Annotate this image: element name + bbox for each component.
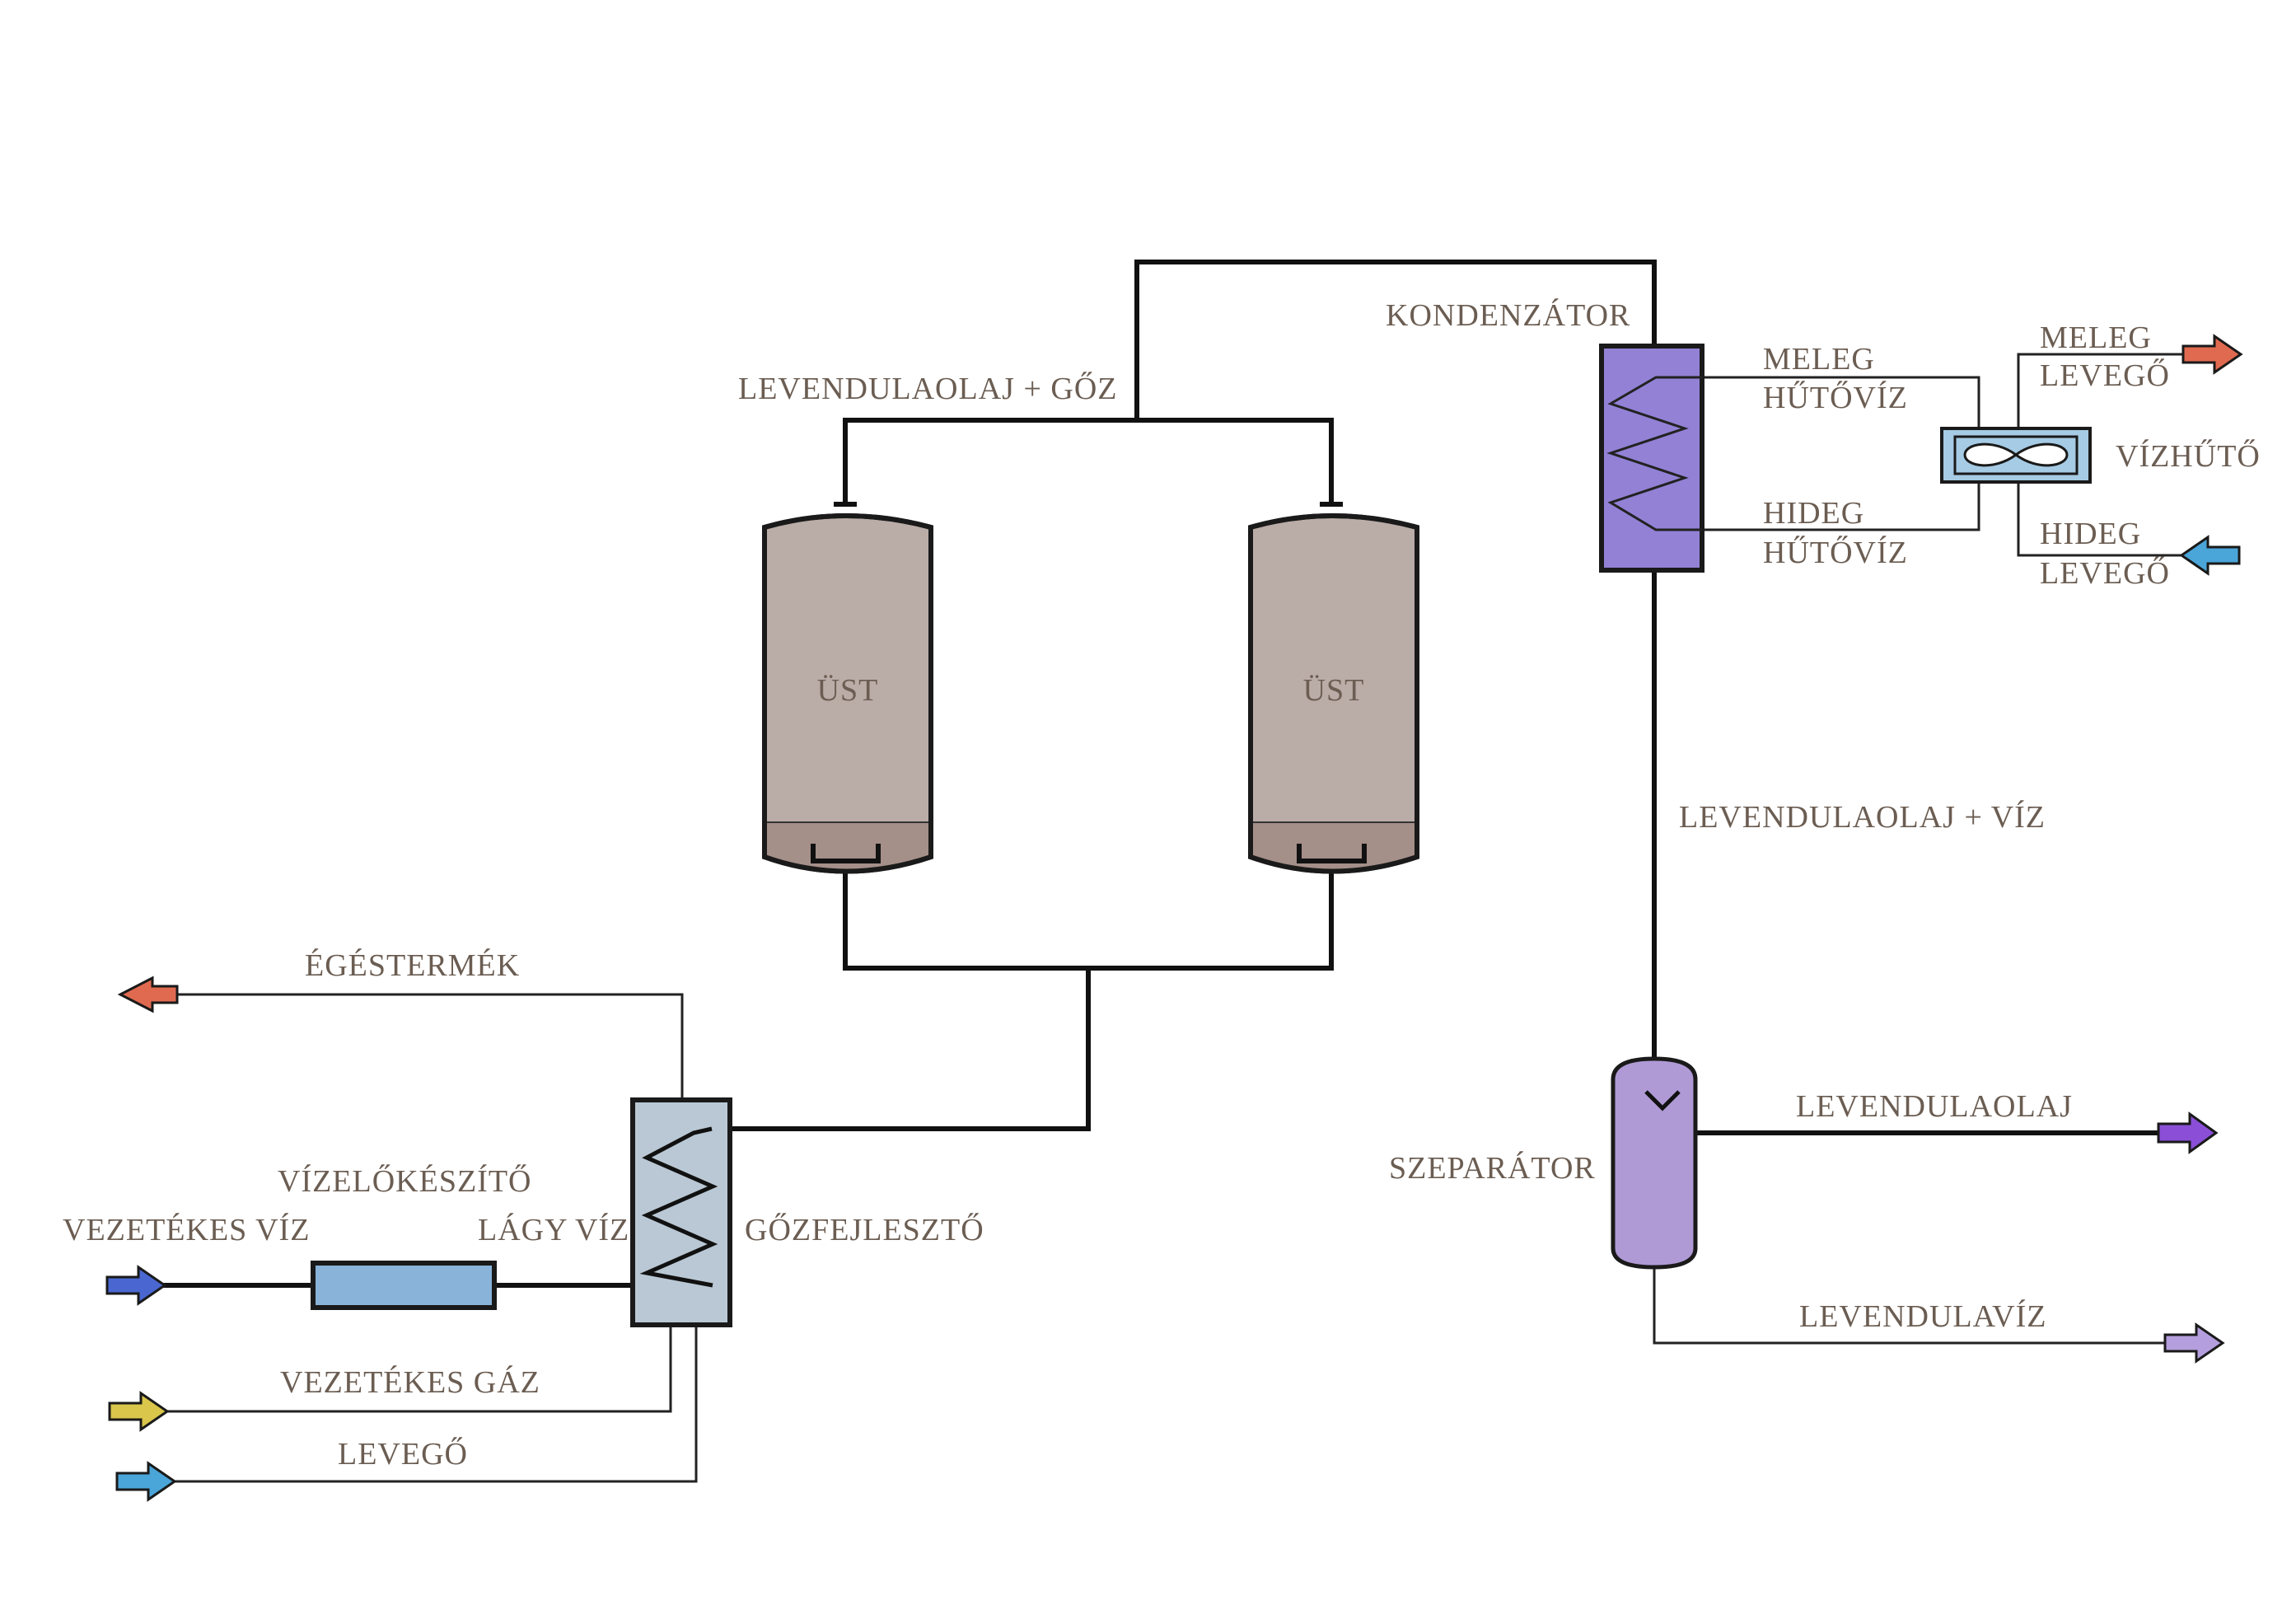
vapor-pipe-top (1134, 260, 1657, 420)
warm-coolant-line (1702, 376, 1980, 428)
label-warm-air-2: LEVEGŐ (2040, 358, 2170, 393)
cold-coolant-line (1702, 482, 1980, 531)
label-warm-coolant-2: HŰTŐVÍZ (1763, 381, 1908, 415)
label-cold-coolant-2: HŰTŐVÍZ (1763, 536, 1908, 570)
kettle-right: ÜST (1248, 502, 1419, 874)
flue-gas-arrow-icon (117, 976, 179, 1013)
cold-air-line (2017, 482, 2183, 557)
warm-air-line (2017, 353, 2183, 428)
kettle-right-label: ÜST (1303, 673, 1365, 708)
label-water-cooler: VÍZHŰTŐ (2116, 439, 2261, 474)
kettle-left: ÜST (762, 502, 933, 874)
label-warm-coolant-1: MELEG (1763, 342, 1875, 377)
label-soft-water: LÁGY VÍZ (478, 1213, 629, 1247)
steam-header-pipe (843, 861, 1334, 971)
gas-line (165, 1325, 672, 1413)
oil-arrow-icon (2157, 1111, 2219, 1154)
water-prep-unit (311, 1261, 497, 1310)
label-water-prep: VÍZELŐKÉSZÍTŐ (278, 1164, 531, 1199)
label-warm-air-1: MELEG (2040, 321, 2152, 355)
separator (1611, 1056, 1698, 1270)
lavender-water-line (1653, 1267, 2167, 1345)
label-air: LEVEGŐ (338, 1437, 468, 1472)
warm-air-arrow-icon (2181, 334, 2243, 375)
label-tap-water: VEZETÉKES VÍZ (63, 1213, 310, 1247)
label-cold-air-1: HIDEG (2040, 517, 2141, 551)
water-cooler (1940, 427, 2092, 484)
label-natural-gas: VEZETÉKES GÁZ (280, 1365, 540, 1400)
label-oil-water: LEVENDULAOLAJ + VÍZ (1679, 800, 2046, 835)
label-steam-mix: LEVENDULAOLAJ + GŐZ (738, 372, 1117, 406)
kettle-left-label: ÜST (817, 673, 879, 708)
gas-arrow-icon (108, 1391, 170, 1432)
vapor-header-pipe (843, 418, 1334, 504)
label-separator: SZEPARÁTOR (1389, 1151, 1596, 1186)
flue-gas-line (173, 993, 684, 1100)
air-line (173, 1325, 698, 1483)
label-lavender-water: LEVENDULAVÍZ (1799, 1299, 2046, 1334)
cold-air-arrow-icon (2179, 535, 2241, 576)
condenser (1599, 344, 1704, 573)
label-cold-air-2: LEVEGŐ (2040, 556, 2170, 591)
label-steam-generator: GŐZFEJLESZTŐ (745, 1213, 984, 1247)
fan-icon (1963, 442, 2069, 467)
steam-generator (630, 1097, 732, 1327)
air-arrow-icon (115, 1461, 177, 1502)
label-condenser: KONDENZÁTOR (1386, 298, 1630, 333)
label-lavender-oil: LEVENDULAOLAJ (1796, 1089, 2073, 1124)
lavender-water-arrow-icon (2163, 1322, 2225, 1364)
tap-water-arrow-icon (105, 1265, 167, 1306)
label-flue-gas: ÉGÉSTERMÉK (305, 948, 520, 983)
label-cold-coolant-1: HIDEG (1763, 496, 1864, 531)
steam-supply-pipe (728, 968, 1091, 1131)
